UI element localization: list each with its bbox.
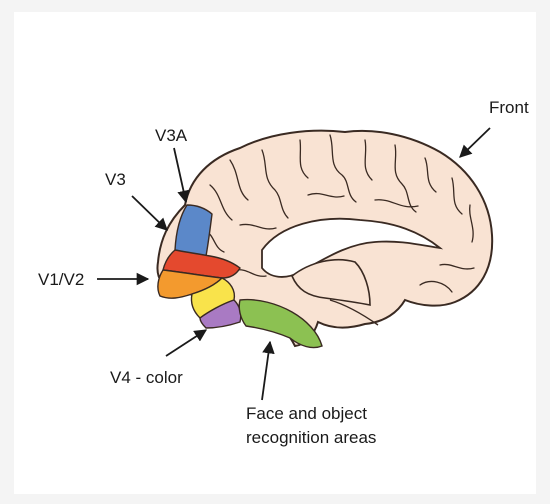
arrow-front bbox=[460, 128, 490, 157]
label-face-line1: Face and object bbox=[246, 404, 367, 424]
label-front: Front bbox=[489, 98, 529, 118]
arrow-v3a bbox=[174, 148, 186, 202]
arrow-v3 bbox=[132, 196, 167, 230]
arrow-face bbox=[262, 342, 270, 400]
label-v3a: V3A bbox=[155, 126, 187, 146]
label-face-line2: recognition areas bbox=[246, 428, 376, 448]
arrow-v4 bbox=[166, 330, 206, 356]
label-v4-color: V4 - color bbox=[110, 368, 183, 388]
label-v3: V3 bbox=[105, 170, 126, 190]
label-v1v2: V1/V2 bbox=[38, 270, 84, 290]
